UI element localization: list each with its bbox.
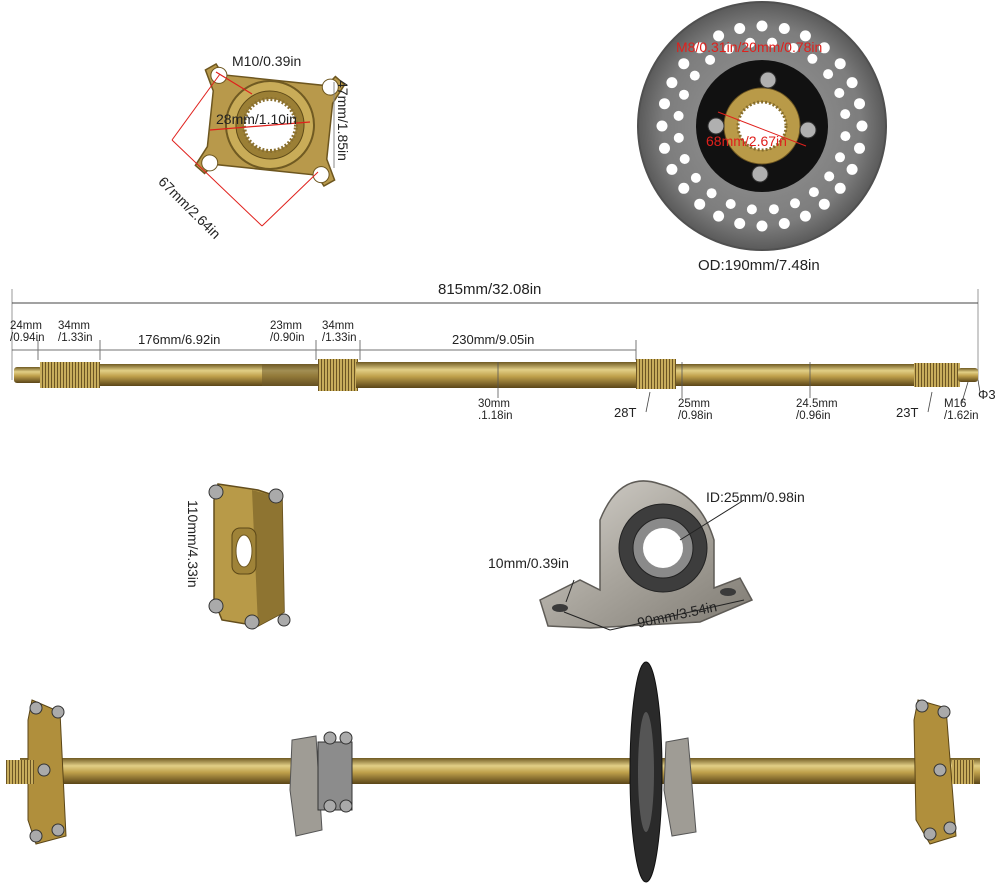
disc-vent-hole [834,88,845,98]
disc-vent-hole [807,53,818,64]
disc-vent-hole [656,120,668,132]
disc-vent-hole [673,110,684,121]
disc-vent-hole [678,58,690,70]
dim-top-1: 24mm/0.94in [10,320,45,344]
disc-vent-hole [756,220,768,232]
disc-vent-hole [778,23,790,34]
disc-vent-hole [840,131,851,142]
flange-bore-label: 28mm/1.10in [216,111,297,127]
disc-vent-hole [788,43,799,53]
disc-vent-hole [854,142,865,154]
disc-bolt-label: M8/0.31in/20mm/0.78in [676,39,823,55]
dim-bottom-5: 23T [896,405,919,420]
dim-top-3: 176mm/6.92in [138,332,221,347]
disc-vent-hole [725,199,736,209]
disc-vent-hole [767,37,778,48]
disc-vent-hole [689,70,700,81]
assembled-axle [6,661,980,883]
disc-vent-hole [834,58,846,70]
hub-flange [208,483,291,630]
small-flange [171,63,346,227]
shaft-total-length: 815mm/32.08in [438,281,542,298]
disc-vent-hole [694,198,706,210]
dim-top-5: 34mm/1.33in [322,320,357,344]
flange-height-label: 47mm/1.85in [335,80,351,161]
axle-shaft [11,289,981,413]
disc-diameter-label: OD:190mm/7.48in [698,257,820,274]
dim-bottom-2: 28T [614,405,637,420]
disc-vent-hole [835,152,845,163]
disc-vent-hole [659,142,670,154]
disc-vent-hole [724,43,734,54]
disc-vent-hole [746,204,757,215]
brake-disc [637,1,887,251]
disc-vent-hole [846,163,858,175]
disc-vent-hole [713,210,725,222]
disc-vent-hole [706,188,717,199]
disc-vent-hole [856,120,868,132]
disc-vent-hole [694,42,706,54]
disc-vent-hole [734,218,746,229]
disc-vent-hole [818,42,830,54]
disc-vent-hole [690,172,701,183]
dim-bottom-7: Φ3 [978,387,996,402]
disc-vent-hole [823,69,834,80]
disc-vent-hole [734,23,746,34]
block-id-label: ID:25mm/0.98in [706,489,805,505]
dim-bottom-4: 24.5mm/0.96in [796,398,838,422]
dim-bottom-1: 30mm.1.18in [478,398,513,422]
flange-bolt-label: M10/0.39in [232,53,302,69]
dim-top-6: 230mm/9.05in [452,332,535,347]
disc-vent-hole [854,98,865,110]
disc-vent-hole [666,163,678,175]
disc-vent-hole [679,89,689,100]
disc-vent-hole [713,30,725,42]
disc-vent-hole [799,210,811,222]
disc-vent-hole [745,37,756,48]
dim-bottom-6: M16/1.62in [944,398,979,422]
disc-pcd-label: 68mm/2.67in [706,133,787,149]
disc-vent-hole [659,98,670,110]
disc-vent-hole [808,187,819,198]
disc-vent-hole [799,30,811,42]
disc-vent-hole [846,77,858,89]
pillow-block [539,480,754,631]
dim-bottom-3: 25mm/0.98in [678,398,713,422]
disc-vent-hole [818,198,830,210]
disc-vent-hole [790,198,800,209]
disc-vent-hole [756,20,768,32]
disc-vent-hole [666,77,678,89]
disc-vent-hole [778,218,790,229]
disc-vent-hole [834,182,846,194]
hub-height-label: 110mm/4.33in [185,500,201,588]
dim-top-2: 34mm/1.33in [58,320,93,344]
block-hole-label: 10mm/0.39in [488,555,569,571]
disc-vent-hole [824,171,835,182]
disc-vent-hole [679,154,690,164]
disc-vent-hole [840,109,851,120]
disc-vent-hole [673,132,684,143]
disc-vent-hole [768,204,779,215]
dim-top-4: 23mm/0.90in [270,320,305,344]
disc-vent-hole [678,182,690,194]
disc-vent-hole [705,54,716,65]
